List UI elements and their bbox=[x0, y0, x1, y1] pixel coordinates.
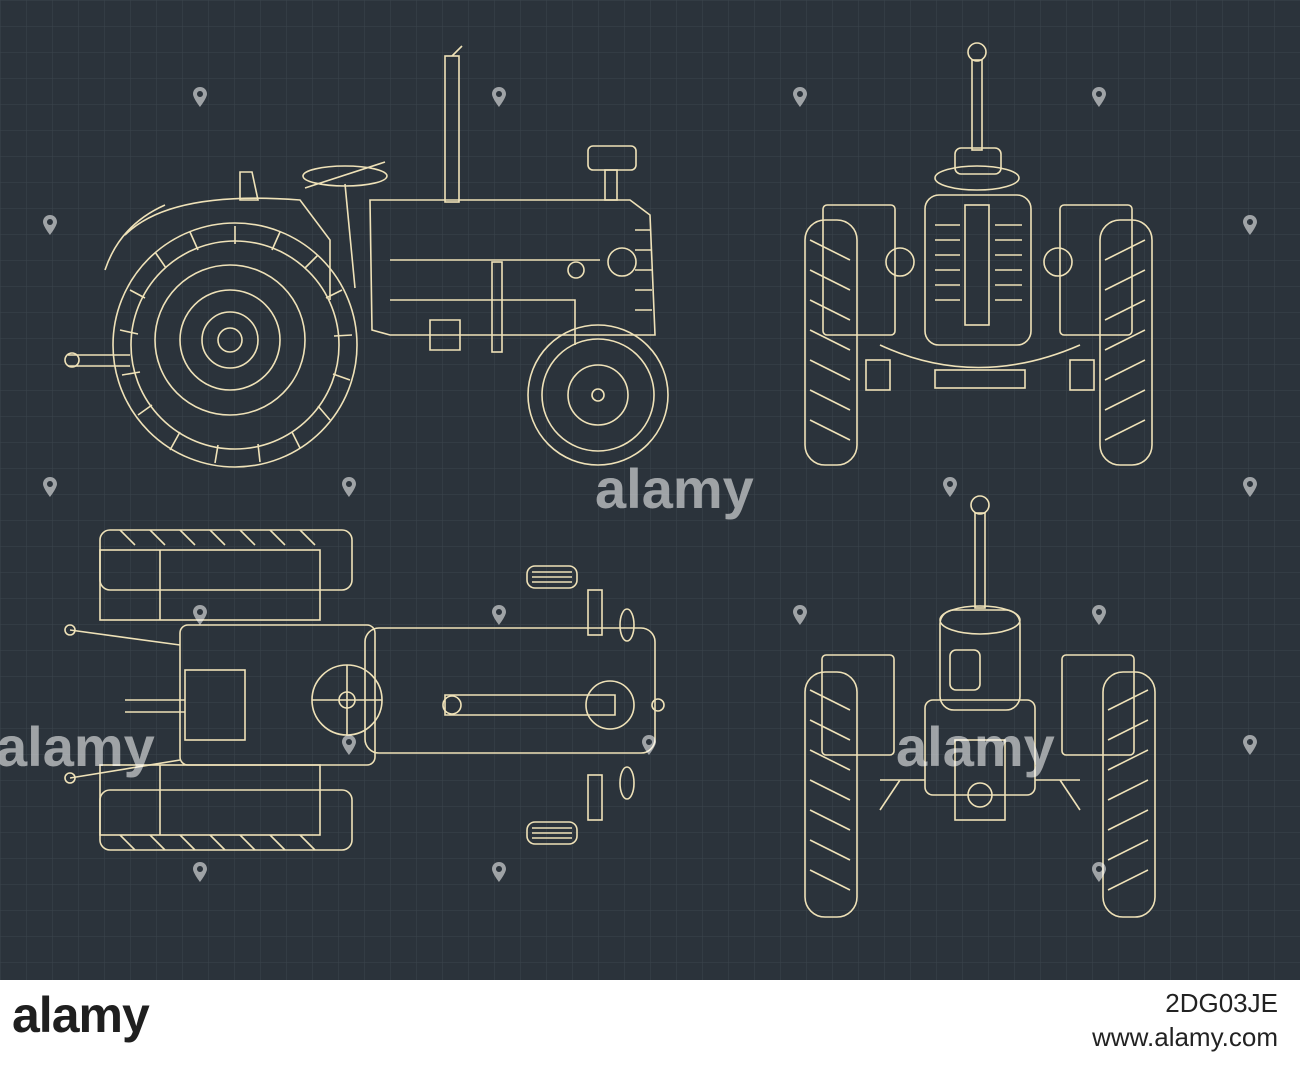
tractor-blueprint: alamy alamy alamy bbox=[0, 0, 1300, 980]
top-view bbox=[64, 529, 665, 851]
watermark-text: alamy bbox=[595, 457, 754, 520]
footer-bar: alamy 2DG03JE www.alamy.com bbox=[0, 980, 1300, 1071]
rear-view bbox=[804, 495, 1156, 918]
brand-logo: alamy bbox=[12, 987, 150, 1043]
image-id: 2DG03JE bbox=[1165, 988, 1278, 1018]
watermark-text: alamy bbox=[0, 715, 155, 778]
watermark-text: alamy bbox=[896, 715, 1055, 778]
side-view bbox=[64, 45, 669, 468]
front-view bbox=[804, 42, 1153, 466]
credit-url: www.alamy.com bbox=[1092, 1022, 1278, 1052]
